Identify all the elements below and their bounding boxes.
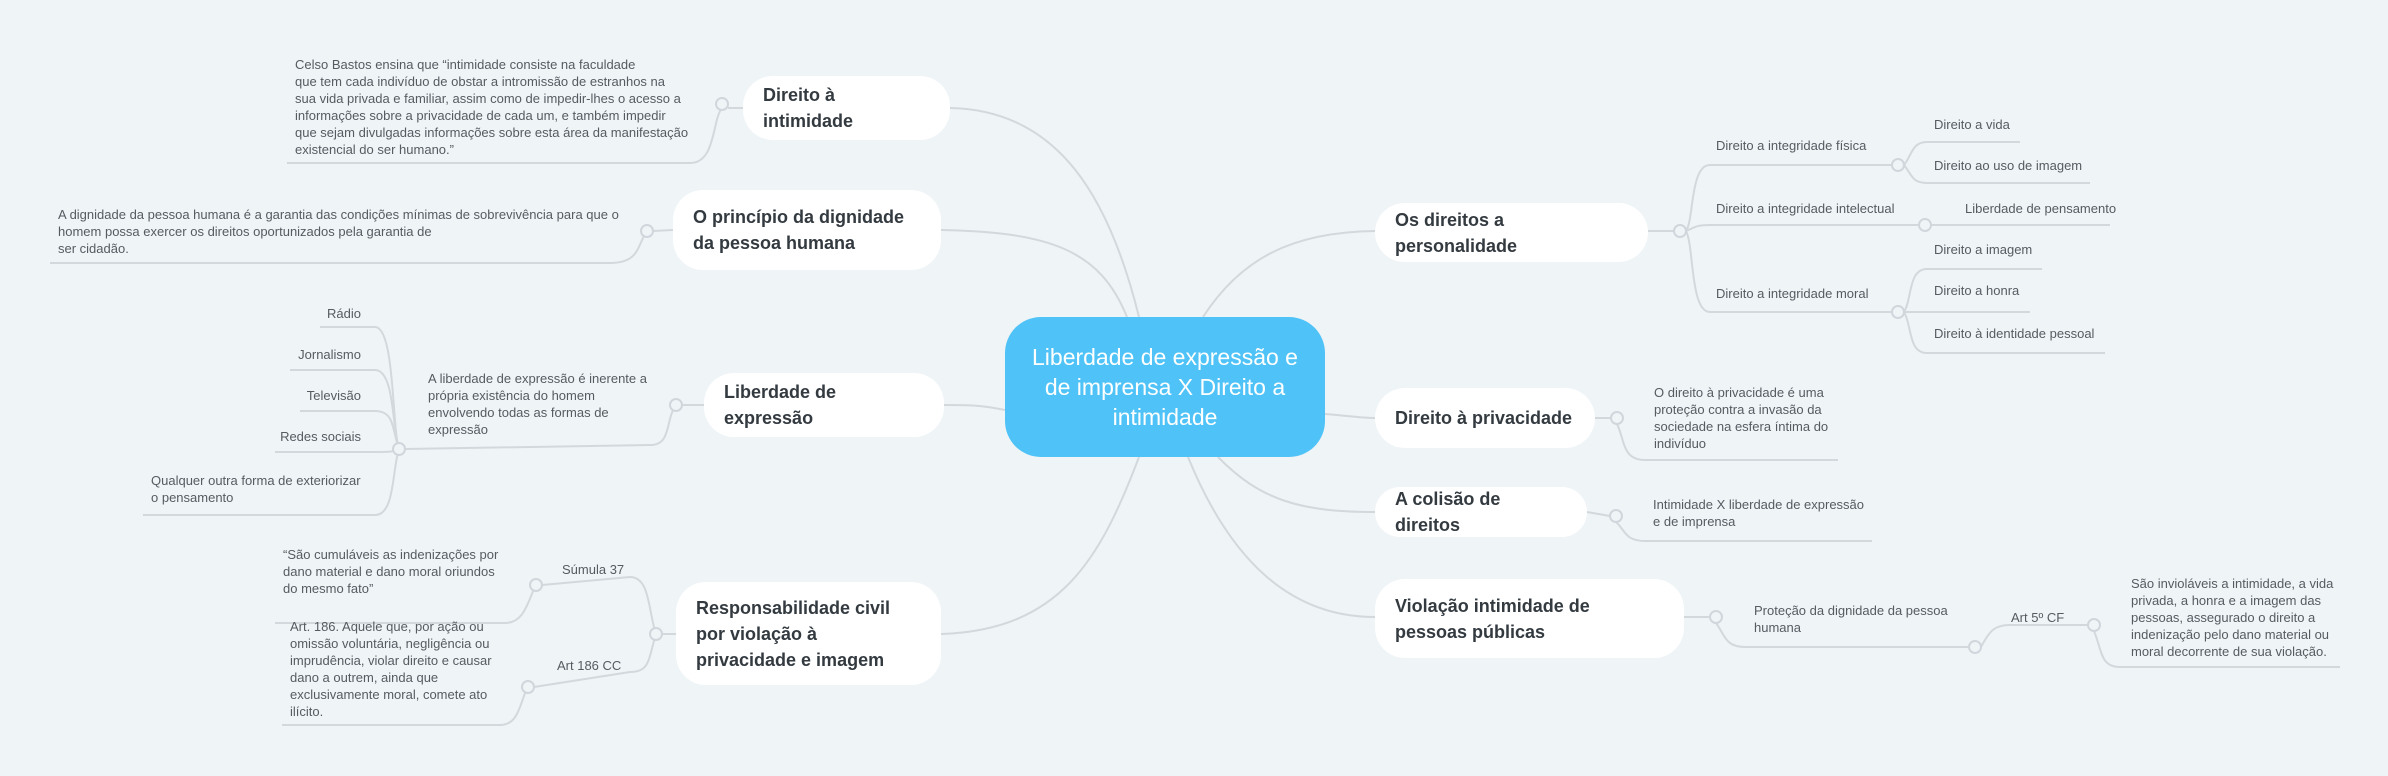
- item-direito-vida[interactable]: Direito a vida: [1934, 117, 2010, 132]
- item-direito-honra[interactable]: Direito a honra: [1934, 283, 2020, 298]
- note-privacidade[interactable]: O direito à privacidade é uma proteção c…: [1654, 385, 1829, 451]
- note-colisao[interactable]: Intimidade X liberdade de expressão e de…: [1653, 497, 1865, 529]
- topic-liberdade-expressao[interactable]: Liberdade de expressão: [704, 373, 944, 437]
- topic-direito-intimidade[interactable]: Direito à intimidade: [743, 76, 950, 140]
- note-dignidade[interactable]: A dignidade da pessoa humana é a garanti…: [58, 207, 619, 256]
- item-liberdade-pensamento[interactable]: Liberdade de pensamento: [1965, 201, 2117, 216]
- note-sumula-37[interactable]: “São cumuláveis as indenizações por dano…: [283, 547, 499, 596]
- item-integridade-fisica[interactable]: Direito a integridade física: [1716, 138, 1867, 153]
- item-integridade-moral[interactable]: Direito a integridade moral: [1716, 286, 1869, 301]
- item-integridade-intelectual[interactable]: Direito a integridade intelectual: [1716, 201, 1895, 216]
- topic-direitos-personalidade[interactable]: Os direitos a personalidade: [1375, 203, 1648, 262]
- note-art-186[interactable]: Art. 186. Aquele que, por ação ou omissã…: [290, 619, 492, 719]
- note-art-5-cf[interactable]: São invioláveis a intimidade, a vida pri…: [2131, 576, 2334, 659]
- topic-responsabilidade-civil[interactable]: Responsabilidade civil por violação à pr…: [676, 582, 941, 685]
- item-direito-uso-imagem[interactable]: Direito ao uso de imagem: [1934, 158, 2083, 173]
- note-liberdade[interactable]: A liberdade de expressão é inerente a pr…: [428, 371, 647, 437]
- item-radio[interactable]: Rádio: [327, 306, 361, 321]
- label-art-186-cc[interactable]: Art 186 CC: [557, 658, 622, 673]
- central-topic[interactable]: Liberdade de expressão e de imprensa X D…: [1005, 317, 1325, 457]
- topic-direito-privacidade[interactable]: Direito à privacidade: [1375, 388, 1595, 448]
- item-qualquer-outra-forma[interactable]: Qualquer outra forma de exteriorizar o p…: [151, 473, 361, 505]
- item-direito-imagem[interactable]: Direito a imagem: [1934, 242, 2033, 257]
- item-jornalismo[interactable]: Jornalismo: [298, 347, 361, 362]
- topic-violacao-intimidade[interactable]: Violação intimidade de pessoas públicas: [1375, 579, 1684, 658]
- item-identidade-pessoal[interactable]: Direito à identidade pessoal: [1934, 326, 2095, 341]
- note-celso-bastos[interactable]: Celso Bastos ensina que “intimidade cons…: [295, 57, 689, 157]
- item-protecao-dignidade[interactable]: Proteção da dignidade da pessoa humana: [1754, 603, 1948, 635]
- label-art-5-cf[interactable]: Art 5º CF: [2011, 610, 2065, 625]
- topic-dignidade[interactable]: O princípio da dignidade da pessoa human…: [673, 190, 941, 270]
- label-sumula-37[interactable]: Súmula 37: [562, 562, 625, 577]
- item-redes-sociais[interactable]: Redes sociais: [280, 429, 361, 444]
- item-televisao[interactable]: Televisão: [306, 388, 361, 403]
- topic-colisao-direitos[interactable]: A colisão de direitos: [1375, 487, 1587, 537]
